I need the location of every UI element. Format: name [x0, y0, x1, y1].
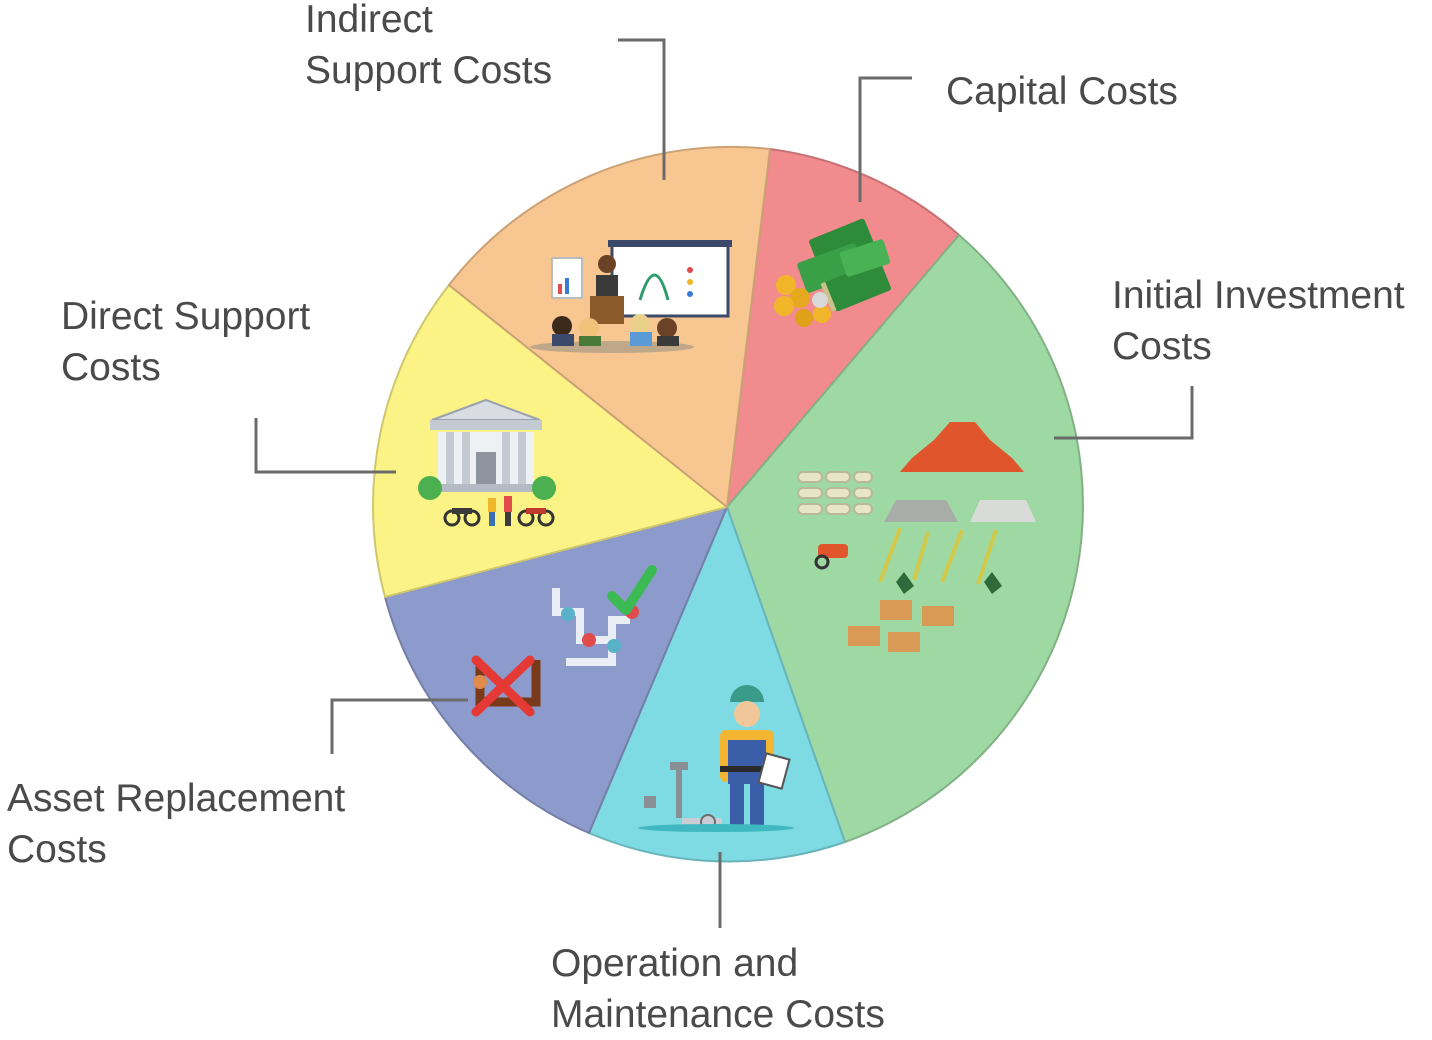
leader-line-asset-replacement [330, 698, 468, 754]
leader-line-direct-support [254, 418, 396, 474]
government-building-icon [418, 398, 556, 527]
slice-icons [418, 218, 1036, 832]
label-capital-costs: Capital Costs [946, 70, 1178, 113]
training-presentation-icon [530, 240, 732, 353]
label-initial-investment-costs: Initial Investment Costs [1112, 274, 1405, 368]
leader-line-initial-investment [1054, 386, 1194, 440]
label-operation-maintenance-costs: Operation and Maintenance Costs [551, 942, 885, 1036]
leader-line-indirect-support [618, 38, 666, 180]
leader-lines [254, 38, 1194, 928]
plumber-worker-icon [638, 685, 794, 832]
pie-slice-direct-support [371, 284, 728, 598]
label-asset-replacement-costs: Asset Replacement Costs [7, 777, 346, 871]
money-stack-icon [774, 218, 891, 327]
pie-slice-capital [726, 148, 960, 508]
construction-materials-icon [797, 422, 1036, 652]
pie-slice-indirect-support [448, 145, 771, 508]
label-direct-support-costs: Direct Support Costs [61, 295, 311, 389]
leader-line-capital [858, 76, 912, 202]
pie-slice-initial-investment [726, 234, 1084, 843]
label-indirect-support-costs: Indirect Support Costs [305, 0, 553, 92]
pipe-replacement-icon [471, 565, 657, 717]
